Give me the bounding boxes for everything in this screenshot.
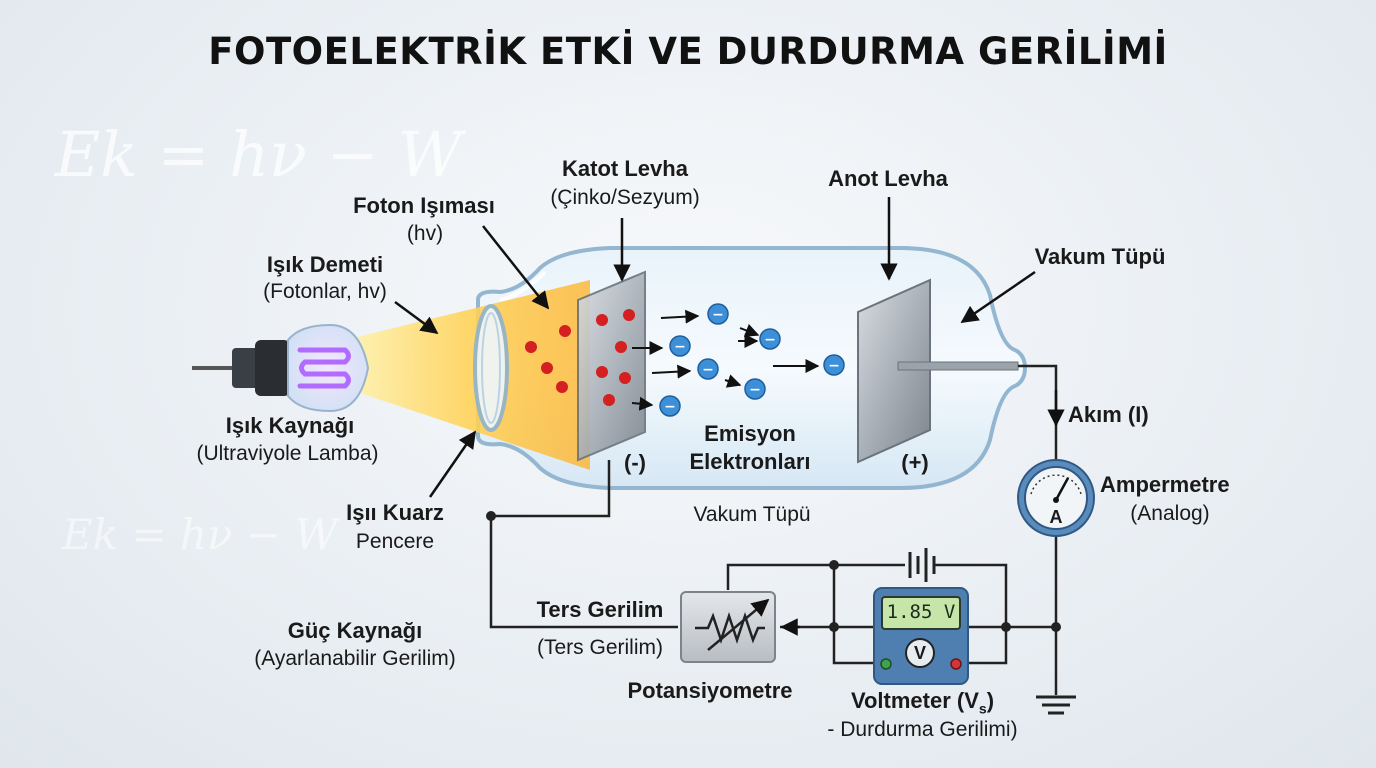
label-photon-emission: Foton Işıması [353,193,495,218]
svg-text:−: − [702,362,714,378]
svg-text:−: − [712,307,724,323]
label-potentiometer: Potansiyometre [627,678,793,703]
label-vacuum-tube-top: Vakum Tüpü [1034,244,1166,269]
svg-text:−: − [764,332,776,348]
label-light-beam: Işık Demeti [266,252,384,277]
label-cathode-sign: (-) [624,450,646,475]
label-ammeter-sub: (Analog) [1130,502,1210,525]
uv-lamp [192,323,370,413]
anode-plate [857,278,931,464]
battery-symbol [908,548,936,582]
quartz-window [473,304,509,432]
potentiometer[interactable] [680,591,776,663]
label-light-source-sub: (Ultraviyole Lamba) [196,442,379,465]
light-beam [345,280,590,470]
svg-text:−: − [749,382,761,398]
formula-watermark-top: Ek = hν − W [55,118,462,191]
label-vacuum-tube-bottom: Vakum Tüpü [693,503,811,526]
label-reverse-voltage-sub: (Ters Gerilim) [537,636,663,659]
voltmeter-display: 1.85 V [886,601,956,623]
label-voltmeter: Voltmeter (Vs) [820,688,1025,716]
ammeter-symbol: A [1049,507,1063,527]
page-title: FOTOELEKTRİK ETKİ VE DURDURMA GERİLİMİ [208,30,1168,73]
label-power-supply: Güç Kaynağı [287,618,423,643]
label-voltmeter-sub: - Durdurma Gerilimi) [827,718,1018,741]
label-photon-emission-sub: (hv) [406,222,444,245]
label-anode: Anot Levha [828,166,948,191]
label-ammeter: Ampermetre [1100,472,1230,497]
ammeter [1017,459,1095,537]
label-cathode: Katot Levha [562,156,688,181]
label-current: Akım (I) [1068,402,1149,427]
ground-symbol [1036,695,1076,715]
label-light-beam-sub: (Fotonlar, hv) [263,280,387,303]
svg-text:−: − [674,339,686,355]
label-emission-electrons-sub: Elektronları [689,449,811,474]
voltmeter [873,587,969,685]
voltmeter-label-text: Voltmeter (V [850,688,979,713]
electrons [659,303,845,417]
label-reverse-voltage: Ters Gerilim [536,597,664,622]
label-quartz-window: Işıı Kuarz [346,500,444,525]
formula-watermark-bottom: Ek = hν − W [62,510,338,559]
cathode-plate [577,270,646,462]
label-light-source: Işık Kaynağı [225,413,355,438]
label-anode-sign: (+) [901,450,929,475]
label-emission-electrons: Emisyon [704,421,796,446]
voltmeter-label-subscript: s [978,700,987,717]
svg-text:−: − [664,399,676,415]
label-power-supply-sub: (Ayarlanabilir Gerilim) [254,647,456,670]
svg-text:−: − [828,358,840,374]
label-cathode-sub: (Çinko/Sezyum) [550,186,700,209]
voltmeter-label-close: ) [986,688,995,713]
voltmeter-symbol: V [913,643,926,663]
label-quartz-window-sub: Pencere [355,530,435,553]
